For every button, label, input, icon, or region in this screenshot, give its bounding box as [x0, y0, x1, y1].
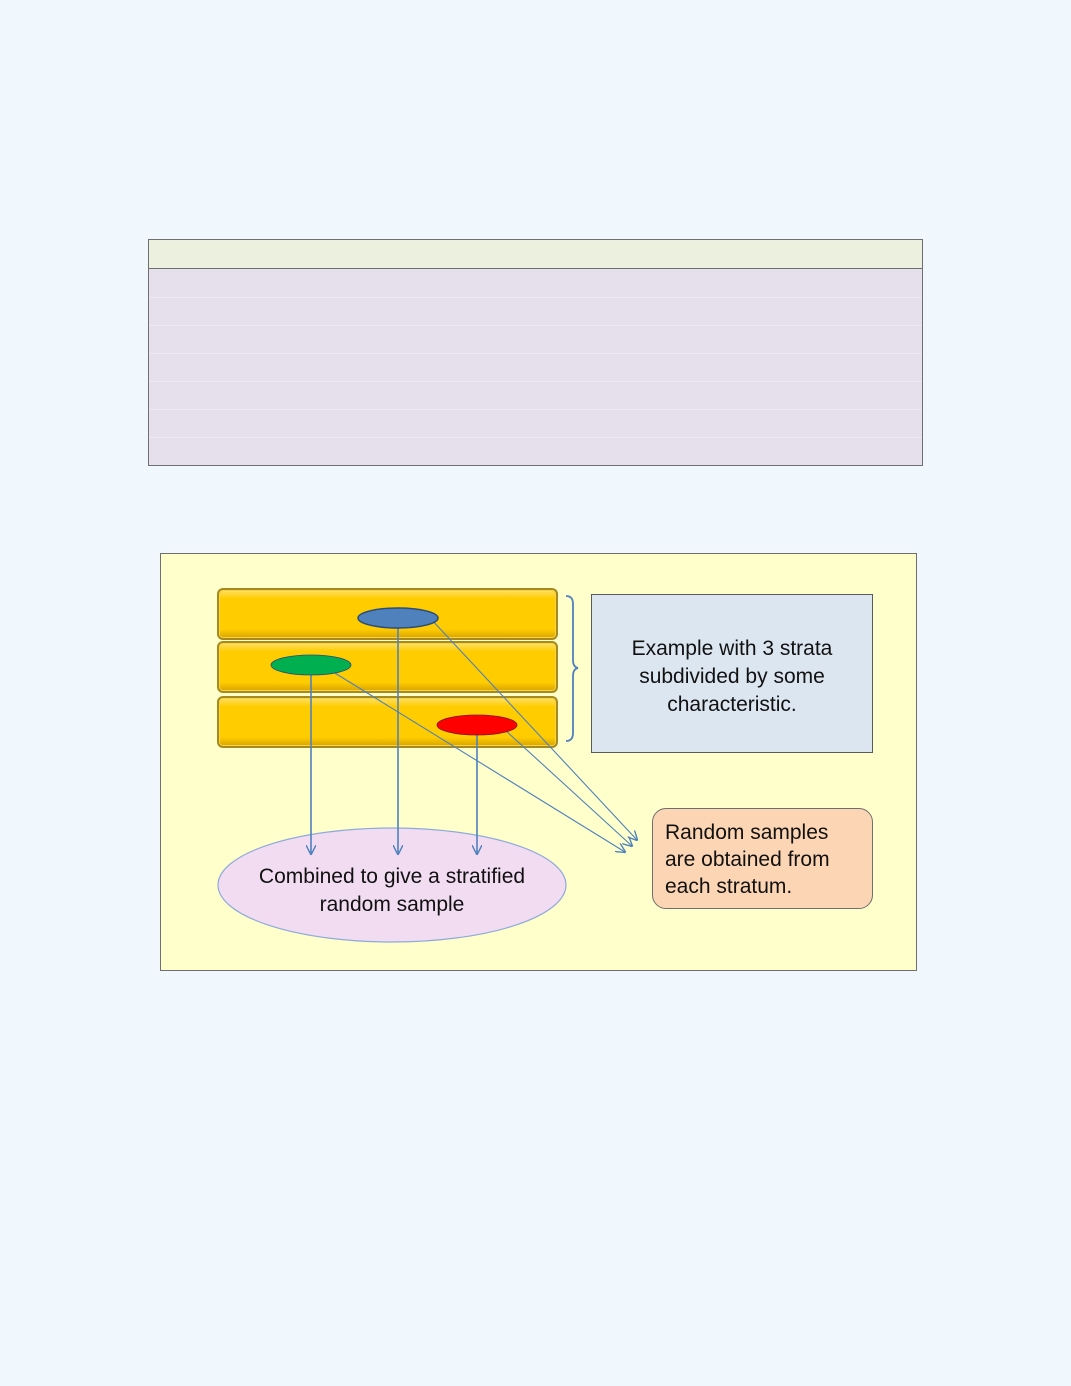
strata-description-text: Example with 3 strata subdivided by some… — [631, 637, 833, 716]
table-row-divider — [149, 381, 922, 382]
table-row-divider — [149, 297, 922, 298]
table-header — [149, 240, 922, 269]
random-samples-box: Random samples are obtained from each st… — [652, 808, 873, 909]
arrow-blue-to-samples — [429, 617, 637, 840]
table-row-divider — [149, 325, 922, 326]
strata-brace — [565, 595, 579, 742]
strata-description-box: Example with 3 strata subdivided by some… — [591, 594, 873, 753]
arrow-green-to-samples — [329, 669, 625, 852]
combined-sample-ellipse — [217, 827, 567, 943]
table-row-divider — [149, 353, 922, 354]
sample-green-ellipse — [270, 654, 352, 676]
combined-sample-text: Combined to give a stratified random sam… — [258, 865, 526, 916]
table-row-divider — [149, 409, 922, 410]
empty-table — [148, 239, 923, 466]
arrow-red-to-samples — [504, 729, 632, 846]
sample-blue-ellipse — [357, 607, 439, 629]
sample-red-ellipse — [436, 714, 518, 736]
random-samples-text: Random samples are obtained from each st… — [665, 821, 830, 898]
table-row-divider — [149, 437, 922, 438]
